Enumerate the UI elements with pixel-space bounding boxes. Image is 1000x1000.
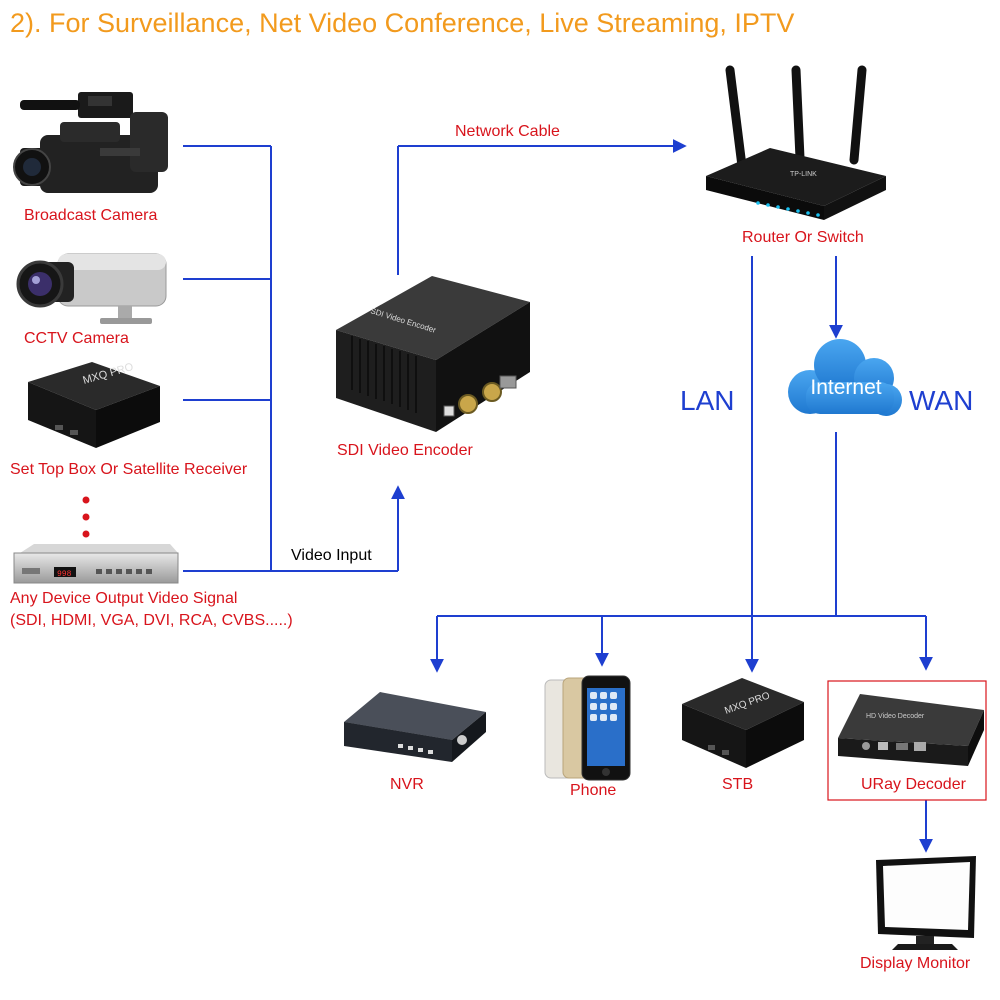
phone-icon (544, 675, 631, 781)
network-cable-label: Network Cable (455, 123, 560, 140)
decoder-frame (827, 680, 987, 801)
lan-label: LAN (680, 385, 735, 416)
nvr-icon (344, 692, 486, 762)
decoder-panel-text: HD Video Decoder (866, 713, 925, 720)
dvd-player-icon: 998 (13, 544, 179, 584)
stb-label: STB (722, 776, 754, 793)
encoder-label: SDI Video Encoder (337, 442, 473, 459)
decoder-icon: HD Video Decoder (838, 694, 984, 766)
phone-label: Phone (570, 782, 617, 799)
monitor-icon (876, 856, 976, 950)
decoder-label: URay Decoder (861, 776, 966, 793)
router-brand: TP-LINK (790, 171, 817, 178)
broadcast-camera-icon (13, 92, 168, 193)
broadcast-camera-label: Broadcast Camera (24, 207, 158, 224)
connection-lines (183, 139, 933, 853)
nvr-label: NVR (390, 776, 424, 793)
internet-label: Internet (810, 376, 881, 399)
dvd-display-readout: 998 (57, 570, 72, 579)
router-icon: TP-LINK (706, 65, 886, 220)
any-device-formats-label: (SDI, HDMI, VGA, DVI, RCA, CVBS.....) (10, 612, 293, 629)
set-top-box-label: Set Top Box Or Satellite Receiver (10, 461, 248, 478)
video-input-label: Video Input (291, 547, 372, 564)
internet-cloud-icon (788, 339, 902, 416)
wan-label: WAN (909, 385, 974, 416)
ellipsis-dots (82, 496, 90, 538)
stb-icon: MXQ PRO (682, 678, 804, 768)
any-device-label: Any Device Output Video Signal (10, 590, 238, 607)
sdi-encoder-icon: SDI Video Encoder (336, 276, 530, 432)
page-title: 2). For Surveillance, Net Video Conferen… (10, 8, 795, 38)
monitor-label: Display Monitor (860, 955, 971, 972)
router-label: Router Or Switch (742, 229, 864, 246)
cctv-camera-label: CCTV Camera (24, 330, 129, 347)
cctv-camera-icon (16, 253, 167, 324)
set-top-box-icon: MXQ PRO (28, 361, 160, 448)
